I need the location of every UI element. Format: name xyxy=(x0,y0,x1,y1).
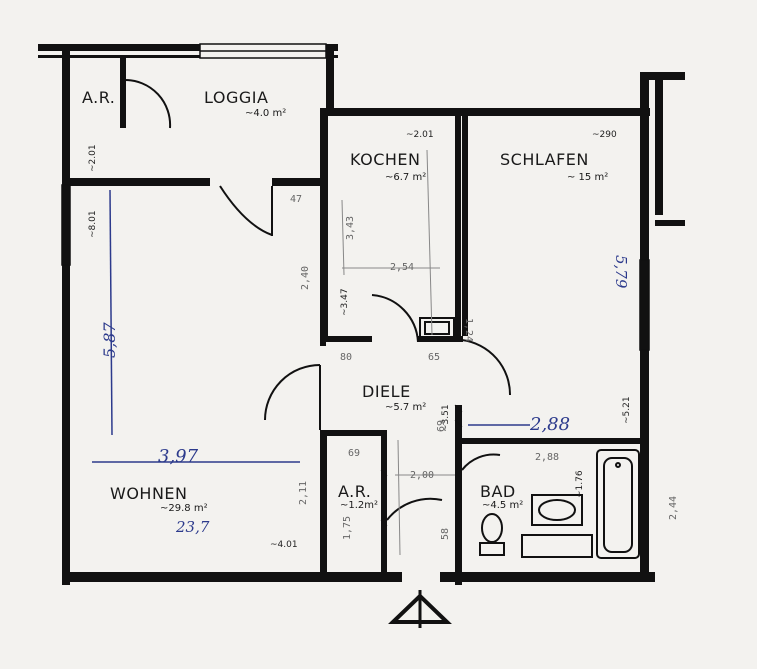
room-label-ar-top: A.R. xyxy=(82,88,116,107)
interior-walls xyxy=(62,58,650,585)
room-area-loggia: ~4.0 m² xyxy=(245,108,287,119)
room-area-bad: ~4.5 m² xyxy=(482,500,524,511)
dim-label: ~3.47 xyxy=(340,288,350,316)
room-label-schlafen: SCHLAFEN xyxy=(500,150,589,169)
blue-ink-lines xyxy=(92,189,530,463)
pencil-note: 2,11 xyxy=(298,480,309,505)
handwritten-note: 5,87 xyxy=(100,322,119,358)
doors xyxy=(124,78,512,521)
pencil-note: 2,88 xyxy=(535,452,560,463)
handwritten-note: 23,7 xyxy=(176,518,210,536)
pencil-note: 2,54 xyxy=(390,262,415,273)
pencil-note: 2,40 xyxy=(300,265,311,290)
pencil-note: 80 xyxy=(340,352,353,363)
exterior-walls xyxy=(38,44,685,585)
dim-label: ~2.01 xyxy=(88,144,98,172)
hatch-marks xyxy=(380,404,463,527)
dim-label: ~8.01 xyxy=(88,210,98,238)
room-area-kochen: ~6.7 m² xyxy=(385,172,427,183)
room-label-ar-bottom: A.R. xyxy=(338,482,372,501)
dim-label: ~1.76 xyxy=(575,470,585,498)
room-area-wohnen: ~29.8 m² xyxy=(160,503,208,514)
pencil-note: 1,24 xyxy=(463,318,474,343)
pencil-note: 2,44 xyxy=(668,495,679,520)
room-area-ar-bottom: ~1.2m² xyxy=(340,500,379,511)
pencil-note: 65 xyxy=(428,352,441,363)
pencil-note: 47 xyxy=(290,194,303,205)
room-area-diele: ~5.7 m² xyxy=(385,402,427,413)
pencil-note: 58 xyxy=(440,527,451,540)
sink-icon xyxy=(521,494,593,558)
handwritten-note: 3,97 xyxy=(158,446,199,467)
room-label-loggia: LOGGIA xyxy=(204,88,269,107)
stove-icon xyxy=(419,317,455,339)
windows xyxy=(61,43,650,351)
pencil-note: 1,75 xyxy=(342,515,353,540)
dim-label: ~290 xyxy=(592,130,617,140)
dim-label: ~5.21 xyxy=(622,396,632,424)
room-label-kochen: KOCHEN xyxy=(350,150,421,169)
toilet-icon xyxy=(479,513,505,556)
pencil-lines xyxy=(341,149,455,556)
room-label-bad: BAD xyxy=(480,482,516,501)
dim-label: ~4.01 xyxy=(270,540,298,550)
room-area-schlafen: ~ 15 m² xyxy=(567,172,609,183)
room-label-diele: DIELE xyxy=(362,382,411,401)
north-arrow-icon xyxy=(388,590,452,628)
pencil-note: 2,00 xyxy=(410,470,435,481)
pencil-note: 69 xyxy=(436,419,447,432)
pencil-note: 3,43 xyxy=(345,215,356,240)
dim-label: ~2.01 xyxy=(406,130,434,140)
handwritten-note: 2,88 xyxy=(530,414,571,435)
pencil-note: 69 xyxy=(348,448,361,459)
room-label-wohnen: WOHNEN xyxy=(110,484,188,503)
bathtub-icon xyxy=(596,449,640,559)
handwritten-note: 5,79 xyxy=(612,255,630,289)
